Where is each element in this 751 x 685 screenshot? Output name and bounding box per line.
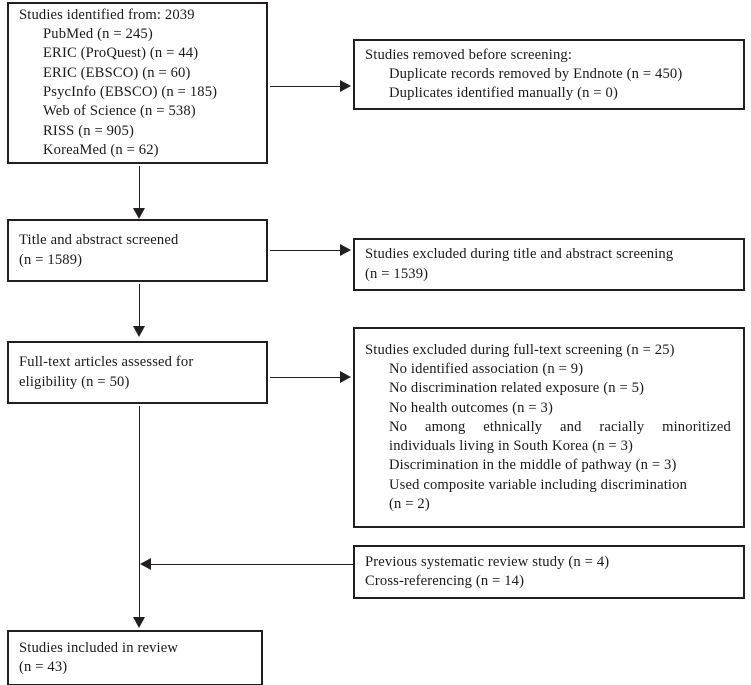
excluded-ft-reason-minoritized-line1: No among ethnically and racially minorit… [389, 418, 731, 435]
connector-fulltext-to-excluded-line [270, 377, 342, 378]
connector-fulltext-to-included-line [139, 406, 140, 619]
identified-source-eric-proquest: ERIC (ProQuest) (n = 44) [43, 45, 199, 62]
box-other-sources-text: Previous systematic review study (n = 4)… [355, 553, 743, 592]
box-studies-identified-text: Studies identified from: 2039 PubMed (n … [9, 6, 266, 160]
screened-count-line: (n = 1589) [19, 251, 83, 268]
connector-identified-to-removed-line [270, 86, 342, 87]
box-excluded-ft-text: Studies excluded during full-text screen… [355, 341, 743, 515]
box-screened-text: Title and abstract screened (n = 1589) [9, 231, 266, 270]
excluded-ta-count-line: (n = 1539) [365, 265, 429, 282]
arrow-down-icon-screened-to-fulltext [133, 326, 145, 337]
excluded-ft-reason-exposure: No discrimination related exposure (n = … [389, 380, 645, 397]
included-count-line: (n = 43) [19, 659, 68, 675]
excluded-ta-label-line: Studies excluded during title and abstra… [365, 246, 674, 263]
connector-screened-to-fulltext-line [139, 284, 140, 328]
box-included-text: Studies included in review (n = 43) [9, 639, 261, 678]
arrow-right-icon-fulltext-to-excluded [340, 371, 351, 383]
box-fulltext-text: Full-text articles assessed for eligibil… [9, 353, 266, 392]
excluded-ft-reason-minoritized-line2: individuals living in South Korea (n = 3… [389, 438, 634, 455]
box-title-abstract-screened: Title and abstract screened (n = 1589) [7, 219, 268, 282]
fulltext-count-line: eligibility (n = 50) [19, 373, 130, 390]
box-excluded-fulltext: Studies excluded during full-text screen… [353, 327, 745, 528]
screened-label-line: Title and abstract screened [19, 232, 179, 249]
identified-total-line: Studies identified from: 2039 [19, 6, 195, 23]
removed-header-line: Studies removed before screening: [365, 46, 573, 63]
box-excluded-ta-text: Studies excluded during title and abstra… [355, 245, 743, 284]
box-removed-text: Studies removed before screening: Duplic… [355, 46, 743, 104]
box-fulltext-assessed: Full-text articles assessed for eligibil… [7, 341, 268, 404]
identified-source-pubmed: PubMed (n = 245) [43, 26, 153, 43]
excluded-ft-header-line: Studies excluded during full-text screen… [365, 341, 675, 358]
box-studies-removed-before-screening: Studies removed before screening: Duplic… [353, 39, 745, 110]
identified-source-riss: RISS (n = 905) [43, 122, 134, 139]
connector-other-sources-to-spine-line [151, 564, 353, 565]
identified-source-psycinfo: PsycInfo (EBSCO) (n = 185) [43, 84, 218, 100]
removed-endnote-line: Duplicate records removed by Endnote (n … [389, 65, 683, 82]
removed-manual-line: Duplicates identified manually (n = 0) [389, 85, 618, 102]
excluded-ft-reason-association: No identified association (n = 9) [389, 360, 584, 377]
box-excluded-title-abstract: Studies excluded during title and abstra… [353, 238, 745, 291]
arrow-down-icon-fulltext-to-included [133, 617, 145, 628]
connector-screened-to-excluded-line [270, 250, 342, 251]
box-studies-identified: Studies identified from: 2039 PubMed (n … [7, 2, 268, 164]
connector-identified-to-screened-line [139, 166, 140, 210]
fulltext-label-line: Full-text articles assessed for [19, 354, 194, 371]
identified-source-eric-ebsco: ERIC (EBSCO) (n = 60) [43, 64, 191, 81]
arrow-right-icon-screened-to-excluded [340, 244, 351, 256]
box-studies-included: Studies included in review (n = 43) [7, 630, 263, 685]
box-records-other-sources: Previous systematic review study (n = 4)… [353, 545, 745, 599]
arrow-right-icon-identified-to-removed [340, 80, 351, 92]
excluded-ft-reason-composite-line2: (n = 2) [389, 496, 430, 513]
excluded-ft-reason-pathway: Discrimination in the middle of pathway … [389, 457, 677, 474]
other-sources-cross-referencing-line: Cross-referencing (n = 14) [365, 573, 525, 589]
other-sources-previous-review-line: Previous systematic review study (n = 4) [365, 553, 610, 570]
arrow-down-icon-identified-to-screened [133, 208, 145, 219]
excluded-ft-reason-composite-line1: Used composite variable including discri… [389, 476, 688, 493]
arrow-left-icon-other-sources-to-spine [140, 558, 151, 570]
identified-source-koreamed: KoreaMed (n = 62) [43, 141, 159, 158]
included-label-line: Studies included in review [19, 639, 179, 656]
excluded-ft-reason-outcomes: No health outcomes (n = 3) [389, 399, 554, 416]
identified-source-web-of-science: Web of Science (n = 538) [43, 103, 196, 120]
